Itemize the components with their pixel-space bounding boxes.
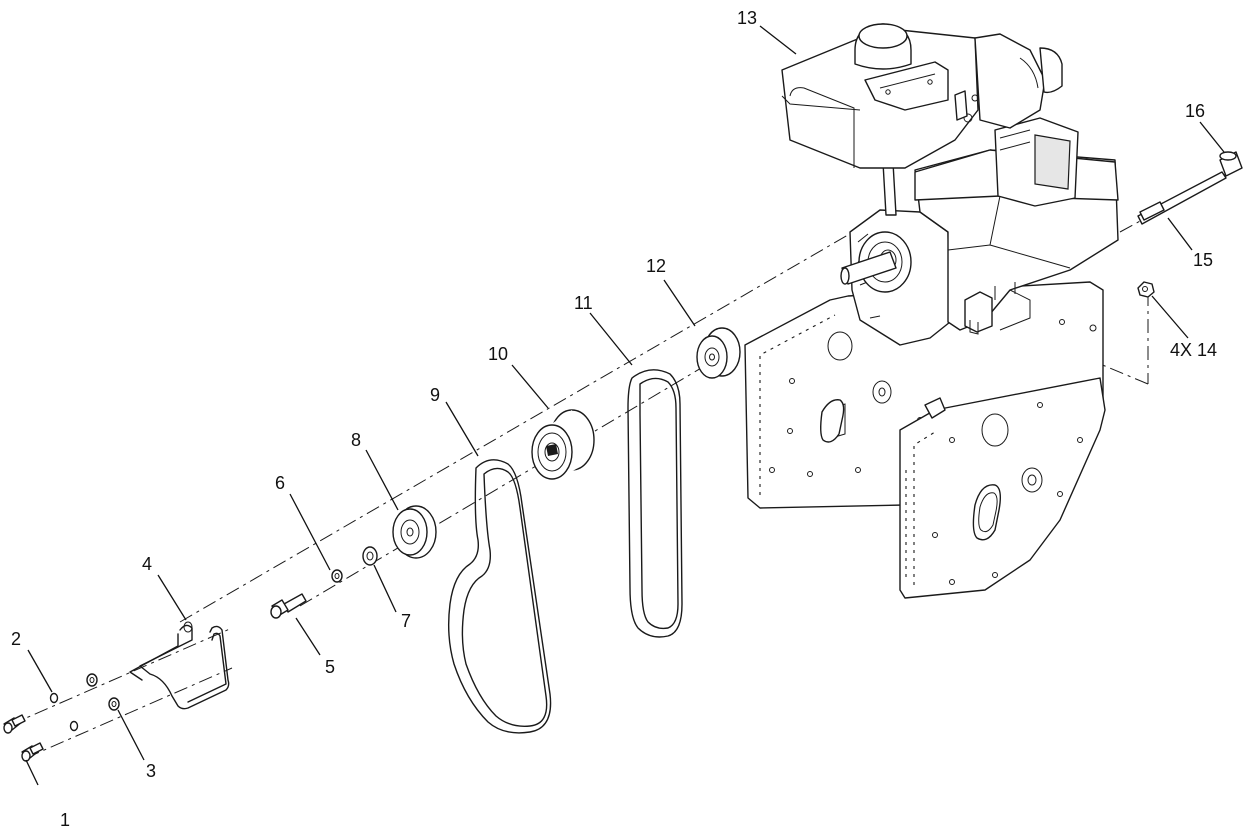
callout-13: 13 [737, 8, 757, 28]
part-16-nut [1219, 151, 1243, 177]
callout-5: 5 [325, 657, 335, 677]
callout-6: 6 [275, 473, 285, 493]
callout-15: 15 [1193, 250, 1213, 270]
part-15-rod [1137, 171, 1227, 225]
part-7-washer [362, 546, 378, 566]
engine [781, 23, 1119, 346]
callout-10: 10 [488, 344, 508, 364]
callout-8: 8 [351, 430, 361, 450]
leader-lines [25, 25, 1225, 786]
part-11-belt [627, 369, 683, 638]
callout-4: 4 [142, 554, 152, 574]
callout-14: 4X 14 [1170, 340, 1217, 360]
part-4-bracket [129, 621, 230, 710]
part-6-washer [331, 569, 343, 583]
part-1-bolts [3, 714, 44, 762]
callout-labels: 1 2 3 4 5 6 7 8 9 10 11 12 13 4X 14 15 1… [11, 8, 1217, 830]
part-3-washers [69, 697, 120, 732]
part-14-nut [1137, 281, 1155, 298]
part-5-bolt [270, 593, 307, 619]
callout-9: 9 [430, 385, 440, 405]
callout-12: 12 [646, 256, 666, 276]
part-9-belt [447, 459, 552, 734]
part-10-pulley [531, 409, 595, 480]
callout-1: 1 [60, 810, 70, 830]
callout-2: 2 [11, 629, 21, 649]
frame-plate-front [899, 377, 1106, 599]
callout-3: 3 [146, 761, 156, 781]
callout-11: 11 [574, 293, 593, 313]
part-12-pulley [696, 327, 741, 379]
part-2-washers [49, 673, 98, 704]
callout-7: 7 [401, 611, 411, 631]
callout-16: 16 [1185, 101, 1205, 121]
part-8-pulley [392, 505, 437, 559]
